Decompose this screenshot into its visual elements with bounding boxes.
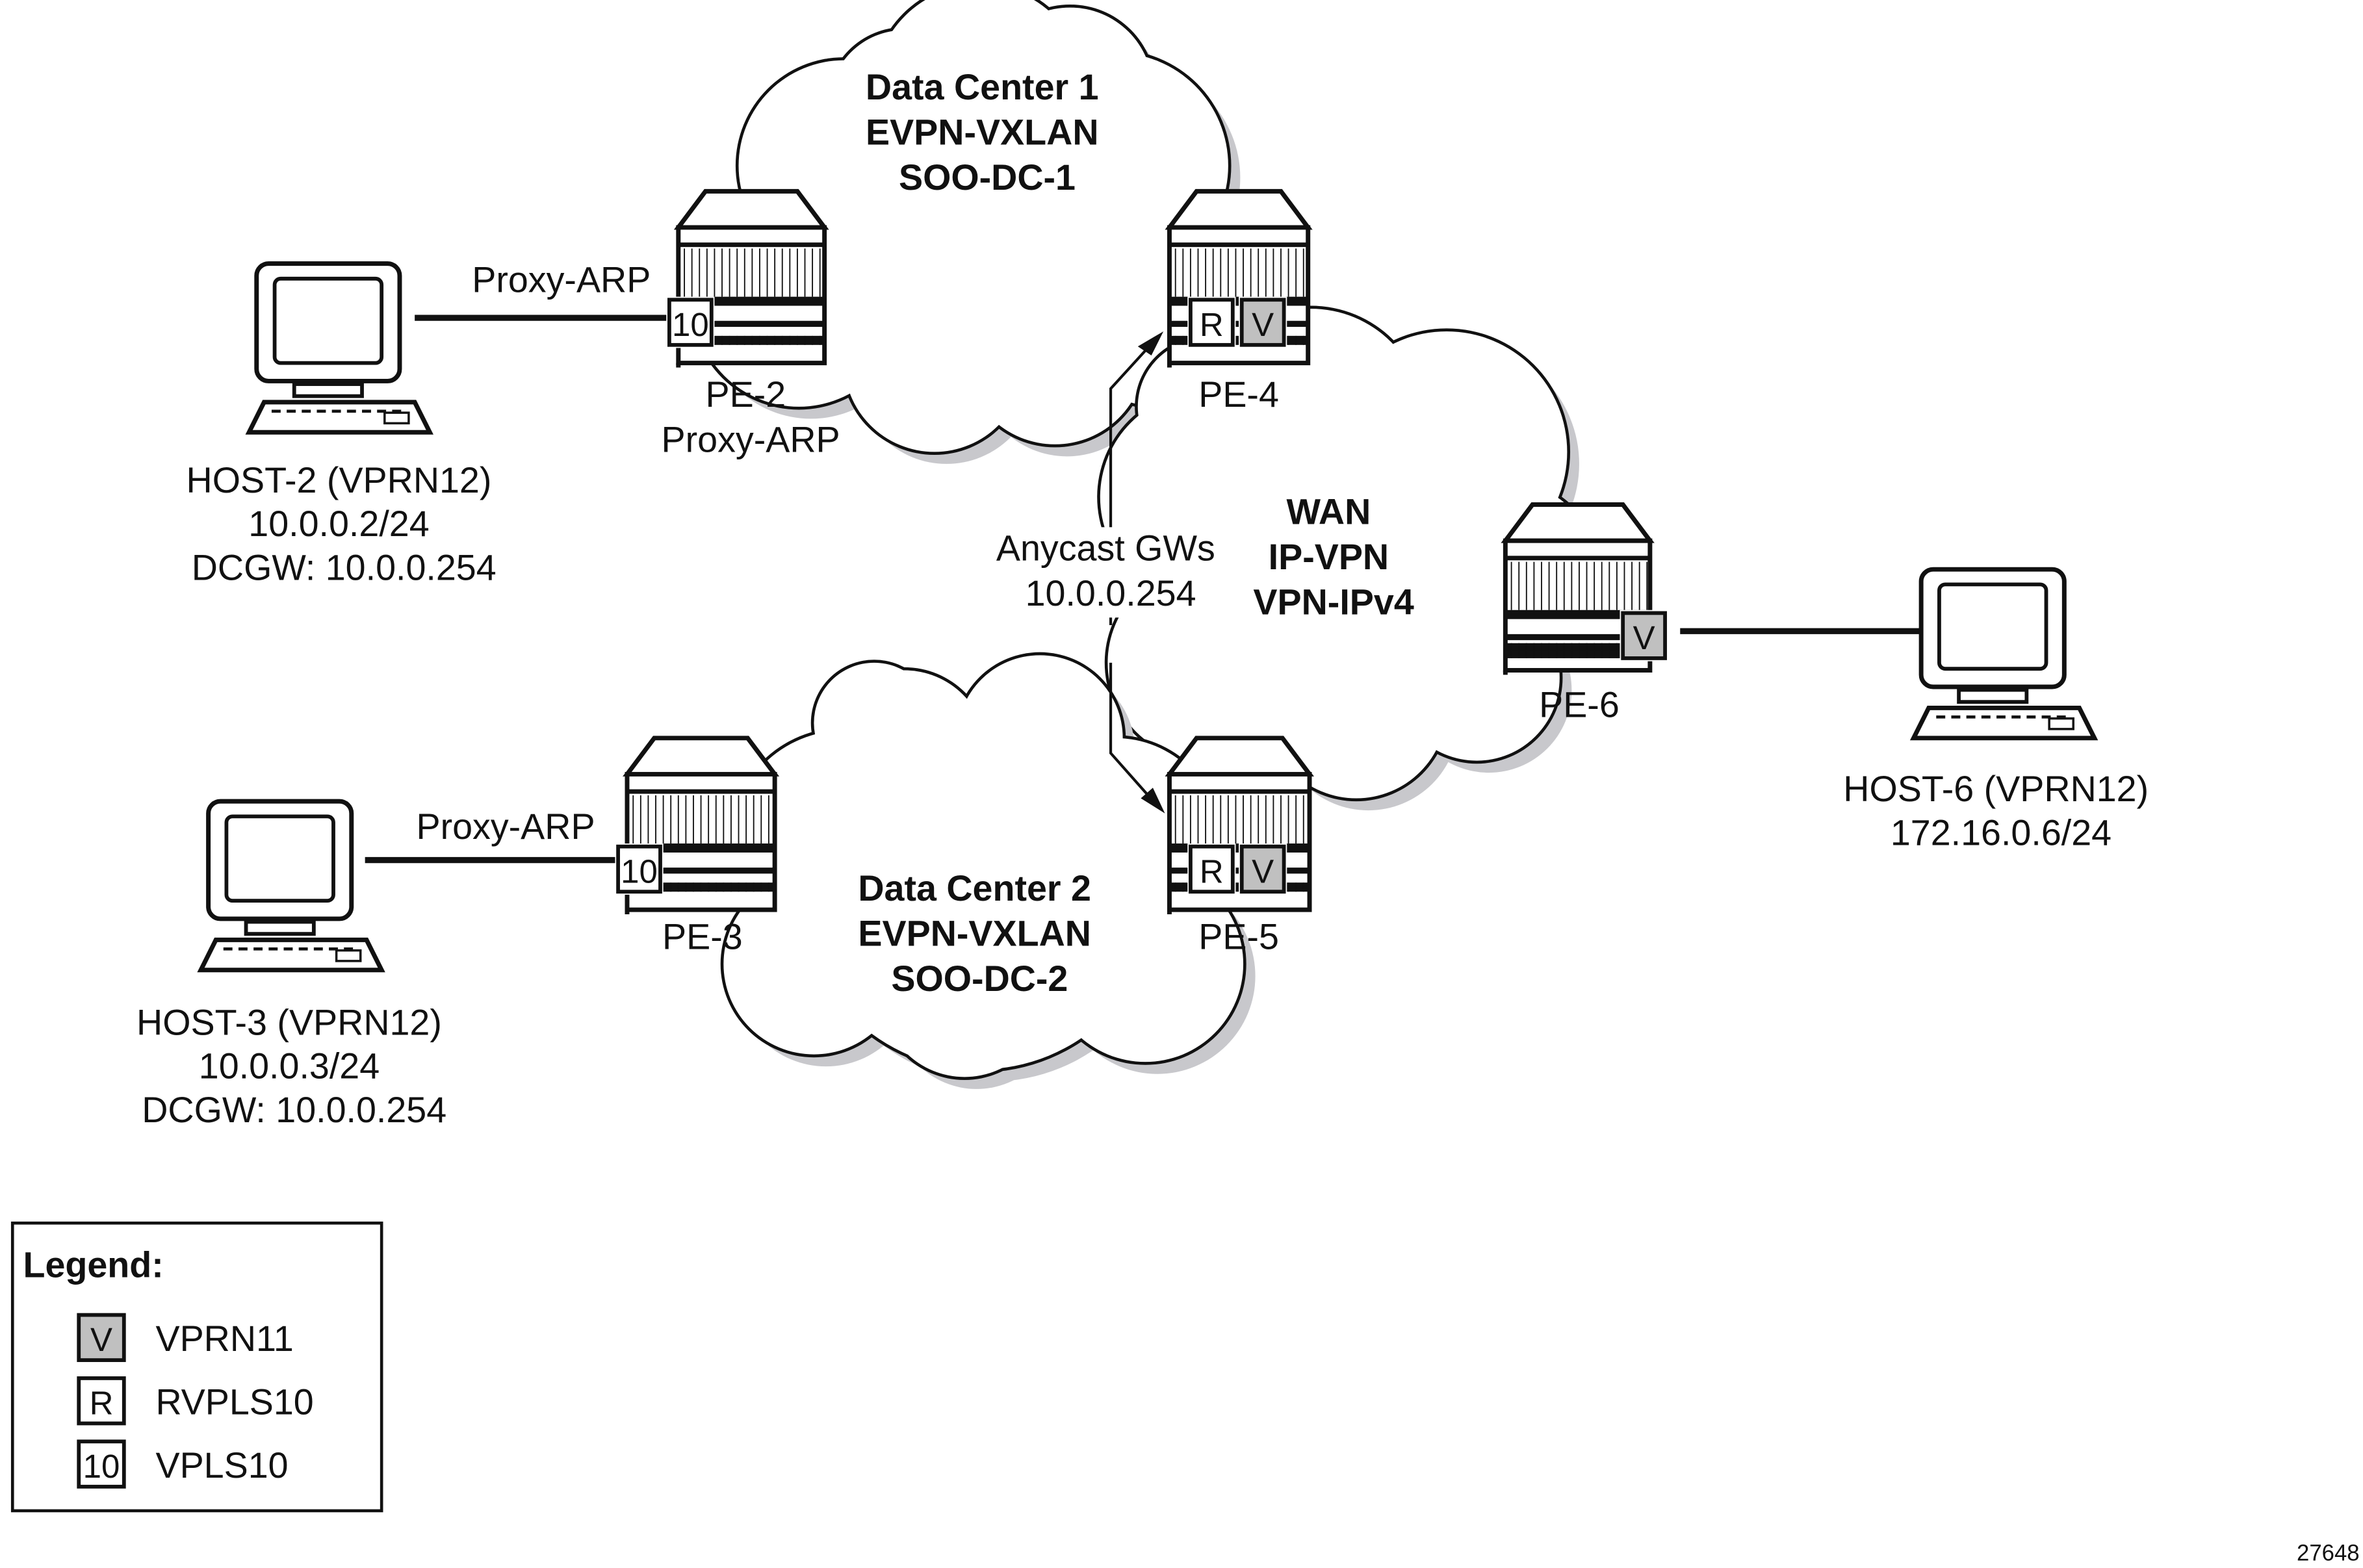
service-badge-R: R — [1187, 296, 1236, 348]
wan-label: WAN IP-VPN VPN-IPv4 — [1253, 492, 1414, 623]
host2-label: HOST-2 (VPRN12) 10.0.0.2/24 DCGW: 10.0.0… — [187, 460, 502, 587]
pe2-router-icon[interactable]: 10 — [666, 188, 829, 368]
dc1-label: Data Center 1 EVPN-VXLAN SOO-DC-1 — [866, 67, 1109, 198]
pe3-link-label: Proxy-ARP — [416, 806, 595, 847]
dc2-label: Data Center 2 EVPN-VXLAN SOO-DC-2 — [858, 868, 1101, 999]
hosts-layer — [197, 261, 2098, 973]
svg-text:R: R — [1200, 853, 1224, 890]
host6-label: HOST-6 (VPRN12) 172.16.0.6/24 — [1843, 769, 2158, 853]
service-badge-V: V — [1239, 296, 1287, 348]
svg-text:10: 10 — [672, 306, 709, 343]
svg-text:VPRN11: VPRN11 — [155, 1318, 293, 1359]
legend-item: 10 VPLS10 — [77, 1439, 289, 1489]
pe5-label: PE-5 — [1198, 916, 1279, 957]
dc2-cloud — [720, 652, 1256, 1089]
svg-text:R: R — [1200, 306, 1224, 343]
host3-computer-icon[interactable] — [197, 799, 385, 973]
pe2-link-label: Proxy-ARP — [472, 260, 651, 300]
legend-title: Legend: — [23, 1245, 163, 1285]
service-badge-10: 10 — [666, 296, 715, 348]
legend-item: V VPRN11 — [77, 1313, 294, 1363]
pe4-label: PE-4 — [1198, 374, 1279, 415]
arrowhead-pe4 — [1137, 331, 1164, 356]
pe6-label: PE-6 — [1539, 684, 1620, 725]
svg-text:10: 10 — [621, 853, 658, 890]
svg-text:VPLS10: VPLS10 — [155, 1445, 288, 1485]
svg-text:R: R — [90, 1385, 114, 1422]
host3-label: HOST-3 (VPRN12) 10.0.0.3/24 DCGW: 10.0.0… — [136, 1002, 452, 1129]
clouds-layer — [690, 0, 1610, 1089]
host2-computer-icon[interactable] — [245, 261, 433, 435]
svg-text:V: V — [1252, 853, 1274, 890]
service-badge-R: R — [1187, 843, 1236, 895]
anycast-label: Anycast GWs 10.0.0.254 — [996, 528, 1225, 613]
pe3-label: PE-3 — [662, 916, 743, 957]
svg-text:10: 10 — [83, 1448, 120, 1485]
svg-text:V: V — [90, 1321, 112, 1358]
svg-text:V: V — [1633, 619, 1655, 656]
svg-text:RVPLS10: RVPLS10 — [155, 1382, 313, 1422]
service-badge-10: 10 — [615, 843, 664, 895]
host6-computer-icon[interactable] — [1909, 567, 2098, 741]
service-badge-V: V — [1239, 843, 1287, 895]
service-badge-V: V — [1620, 610, 1668, 662]
figure-id: 27648 — [2297, 1541, 2360, 1565]
pe2-label: PE-2 Proxy-ARP — [662, 374, 840, 460]
legend-item: R RVPLS10 — [77, 1376, 314, 1426]
arrowhead-pe5 — [1141, 788, 1165, 814]
pe3-router-icon[interactable]: 10 — [615, 736, 780, 915]
svg-text:V: V — [1252, 306, 1274, 343]
pe6-router-icon[interactable]: V — [1501, 502, 1668, 675]
